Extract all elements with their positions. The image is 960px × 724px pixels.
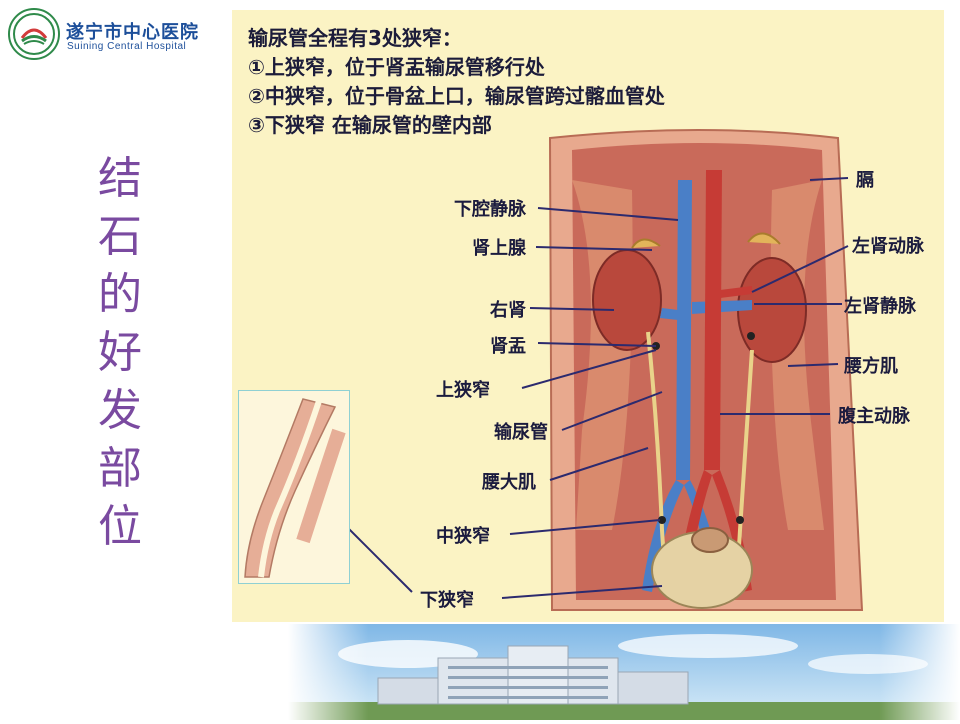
headline-line: ②中狭窄，位于骨盆上口，输尿管跨过髂血管处 bbox=[248, 84, 665, 108]
label-inferior-vena-cava: 下腔静脉 bbox=[454, 199, 526, 220]
slide-title-char: 部 bbox=[98, 443, 142, 494]
hospital-building-photo bbox=[288, 624, 960, 720]
slide-title-char: 石 bbox=[98, 211, 142, 262]
label-right-kidney: 右肾 bbox=[490, 300, 526, 321]
label-middle-narrowing: 中狭窄 bbox=[436, 526, 490, 547]
label-adrenal-gland: 肾上腺 bbox=[472, 238, 526, 259]
slide-title: 结 石 的 好 发 部 位 bbox=[94, 150, 146, 556]
anatomy-figure: 输尿管全程有3处狭窄： ①上狭窄，位于肾盂输尿管移行处 ②中狭窄，位于骨盆上口，… bbox=[232, 10, 944, 622]
label-psoas-major: 腰大肌 bbox=[482, 472, 536, 493]
headline-line: 输尿管全程有3处狭窄： bbox=[248, 26, 462, 50]
label-left-renal-artery: 左肾动脉 bbox=[852, 236, 924, 257]
hospital-building-illustration bbox=[288, 624, 960, 720]
hospital-emblem-icon bbox=[13, 13, 55, 55]
hospital-name-en: Suining Central Hospital bbox=[67, 41, 187, 52]
label-ureter: 输尿管 bbox=[494, 422, 548, 443]
label-upper-narrowing: 上狭窄 bbox=[436, 380, 490, 401]
slide-title-char: 的 bbox=[98, 269, 142, 320]
anatomy-illustration bbox=[313, 129, 864, 611]
headline-line: ①上狭窄，位于肾盂输尿管移行处 bbox=[248, 55, 545, 79]
ureter-wall-inset bbox=[238, 390, 350, 584]
label-renal-pelvis: 肾盂 bbox=[490, 336, 526, 357]
headline-line: ③下狭窄 在输尿管的壁内部 bbox=[248, 113, 492, 137]
hospital-name-cn: 遂宁市中心医院 bbox=[66, 22, 199, 43]
slide-title-char: 好 bbox=[98, 327, 142, 378]
label-lower-narrowing: 下狭窄 bbox=[420, 590, 474, 611]
ureter-narrowing-notes: 输尿管全程有3处狭窄： ①上狭窄，位于肾盂输尿管移行处 ②中狭窄，位于骨盆上口，… bbox=[248, 24, 665, 140]
ureter-wall-illustration bbox=[244, 398, 346, 578]
label-diaphragm: 膈 bbox=[856, 170, 874, 191]
slide-title-char: 发 bbox=[98, 385, 142, 436]
slide-title-char: 结 bbox=[98, 153, 142, 204]
hospital-logo bbox=[8, 8, 60, 60]
label-quadratus-lumborum: 腰方肌 bbox=[844, 356, 898, 377]
label-abdominal-aorta: 腹主动脉 bbox=[838, 406, 910, 427]
slide-title-char: 位 bbox=[98, 501, 142, 552]
label-left-renal-vein: 左肾静脉 bbox=[844, 296, 916, 317]
